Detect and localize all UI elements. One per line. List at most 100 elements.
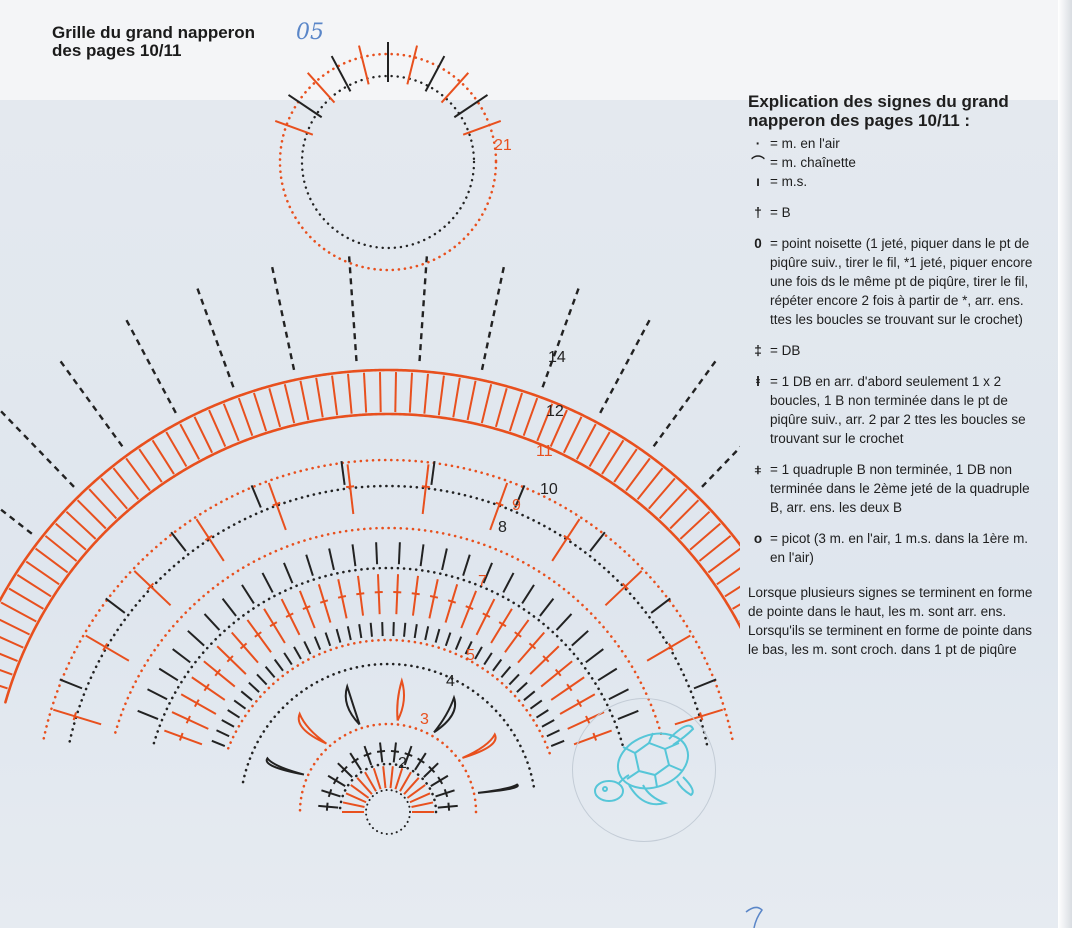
round-6-stitch <box>434 628 441 643</box>
round-7-stitch <box>185 715 191 724</box>
round-label: 8 <box>498 519 507 536</box>
round-6-stitch <box>313 636 322 650</box>
round-6-stitch <box>508 673 520 686</box>
round-13-stitch <box>689 522 721 551</box>
round-13-stitch <box>480 384 493 424</box>
round-13-stitch <box>0 684 8 690</box>
round-6-stitch <box>492 658 503 672</box>
round-7-stitch <box>285 612 294 618</box>
petal-cluster <box>344 683 361 726</box>
round-13-stitch <box>88 488 118 520</box>
round-2-stitch <box>332 776 339 785</box>
round-7-stitch <box>246 619 272 653</box>
round-9-stitch <box>563 534 572 541</box>
round-14-chain <box>418 253 429 362</box>
petal-cluster <box>396 677 406 721</box>
round-6-stitch <box>256 673 268 686</box>
round-8-stitch <box>585 648 604 664</box>
round-14-chain <box>270 263 296 371</box>
round-13-stitch <box>394 372 398 413</box>
outer-stitch <box>406 45 419 85</box>
round-9-stitch <box>421 464 430 515</box>
round-7-stitch <box>356 592 365 596</box>
round-2-stitch <box>321 789 341 798</box>
round-1-stitch <box>372 767 382 790</box>
page-background <box>0 100 1072 928</box>
round-7-stitch <box>528 642 537 650</box>
round-13-stitch <box>25 560 60 586</box>
round-8-stitch <box>375 542 379 565</box>
round-6-stitch <box>227 709 241 719</box>
round-8-stitch <box>608 688 629 701</box>
round-7-stitch <box>490 608 513 644</box>
round-9-stitch <box>699 712 704 721</box>
round-13-stitch <box>125 457 151 492</box>
round-2-stitch <box>390 749 400 753</box>
round-13-stitch <box>588 431 611 468</box>
round-1-stitch <box>399 771 412 792</box>
petal-cluster <box>477 783 519 794</box>
petal-cluster <box>433 694 456 734</box>
round-1-stitch <box>350 784 370 799</box>
round-7-stitch <box>554 668 562 677</box>
round-5-chain <box>225 638 551 755</box>
outer-stitch <box>306 72 336 104</box>
round-8-stitch <box>158 667 179 682</box>
round-10-stitch <box>105 597 126 614</box>
legend-item-double-treble: ‡= DB <box>748 341 1038 360</box>
round-9-stitch <box>195 518 225 562</box>
round-3-chain <box>298 722 478 814</box>
round-8-stitch <box>482 562 493 584</box>
outer-stitch <box>462 120 502 136</box>
round-7-stitch <box>475 598 496 636</box>
round-13-stitch <box>65 510 97 540</box>
round-14-chain <box>57 358 124 448</box>
round-6-stitch <box>211 739 226 747</box>
round-13-stitch <box>237 397 254 437</box>
round-label: 2 <box>398 755 407 772</box>
round-7-stitch <box>357 575 365 616</box>
round-13-stitch <box>16 574 52 598</box>
round-7-stitch <box>171 711 209 730</box>
round-7-stitch <box>444 583 459 623</box>
round-6-stitch <box>248 681 260 693</box>
round-13-stitch <box>0 601 37 623</box>
round-7-stitch <box>566 683 573 692</box>
round-2-stitch <box>428 765 436 774</box>
round-8-stitch <box>147 688 168 701</box>
round-13-stitch <box>575 423 597 460</box>
round-10-stitch <box>59 678 83 690</box>
round-7-stitch <box>216 645 247 675</box>
round-13-stitch <box>100 477 128 510</box>
round-7-stitch <box>411 592 420 596</box>
round-13-stitch <box>536 403 554 442</box>
round-7-stitch <box>460 590 478 629</box>
round-8-stitch <box>328 548 335 571</box>
round-13-stitch <box>138 448 163 483</box>
round-6-stitch <box>464 641 473 655</box>
round-1-stitch <box>389 766 394 789</box>
round-13-stitch <box>299 380 310 421</box>
round-8-stitch <box>441 548 448 571</box>
round-6-stitch <box>240 690 253 701</box>
round-9-stitch <box>53 708 102 726</box>
round-6-stitch <box>546 729 560 738</box>
round-7-stitch <box>542 655 550 663</box>
round-6-stitch <box>273 658 284 672</box>
round-label: 14 <box>548 349 566 366</box>
round-8-stitch <box>351 544 357 567</box>
round-7-stitch <box>280 598 301 636</box>
round-7-stitch <box>230 631 259 664</box>
round-1-stitch <box>345 792 367 804</box>
round-13-stitch <box>508 392 524 432</box>
round-label: 11 <box>536 443 553 460</box>
round-label: 10 <box>540 481 558 498</box>
round-9-stitch <box>346 464 355 515</box>
round-8-stitch <box>539 597 555 617</box>
round-8-stitch <box>597 667 618 682</box>
slip-stitch-symbol-icon: ⌒ <box>751 155 765 170</box>
round-13-stitch <box>76 499 107 530</box>
round-14-chain <box>652 358 719 448</box>
round-7-stitch <box>214 668 222 677</box>
round-2-stitch <box>403 745 413 766</box>
